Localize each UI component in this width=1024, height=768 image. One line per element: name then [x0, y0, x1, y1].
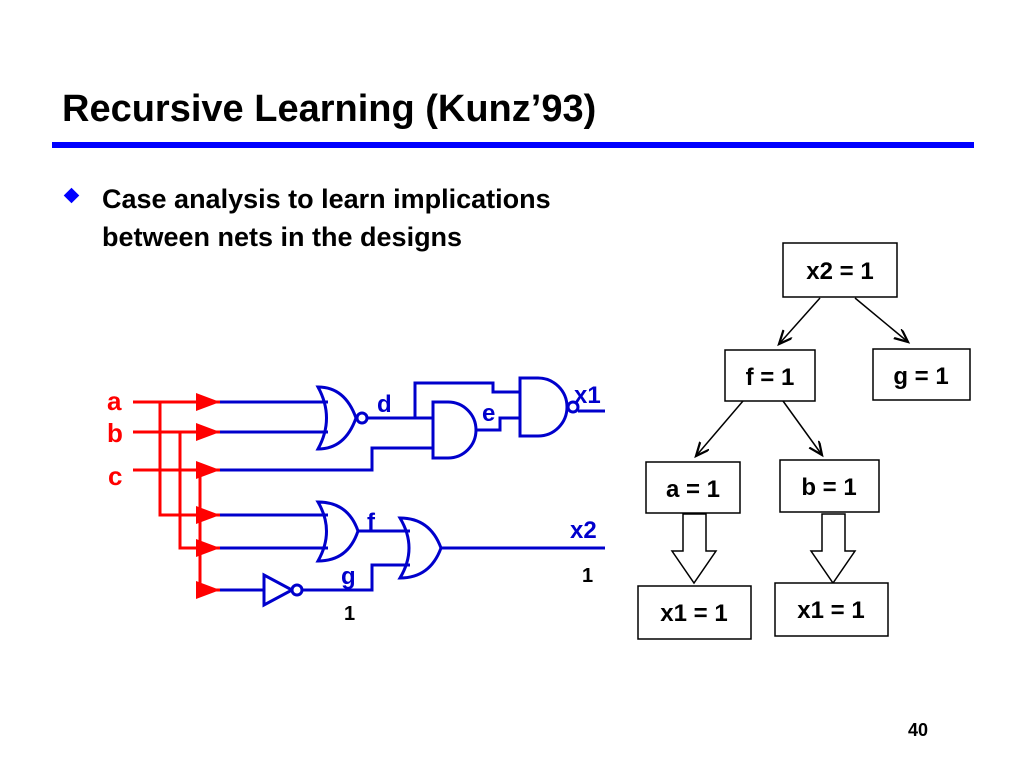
node-f-label: f = 1: [746, 364, 795, 391]
input-label-a: a: [107, 386, 122, 416]
input-label-b: b: [107, 418, 123, 448]
logic-circuit: [220, 376, 605, 608]
net-label-f: f: [367, 509, 376, 536]
implication-arrow-a-icon: [670, 513, 718, 585]
net-label-x2: x2: [570, 517, 597, 544]
edge-f-b: [782, 400, 822, 455]
net-label-x1: x1: [574, 382, 601, 409]
bullet-line-2: between nets in the designs: [102, 222, 463, 252]
node-root-label: x2 = 1: [806, 258, 873, 285]
title-underline: [52, 142, 974, 148]
nor-gate-d-bubble: [355, 411, 369, 425]
x2-value-label: 1: [582, 565, 593, 587]
node-b-result-label: x1 = 1: [797, 597, 864, 624]
node-f-box: [724, 349, 816, 402]
implication-arrow-b-icon: [809, 513, 857, 585]
node-g-label: g = 1: [893, 363, 948, 390]
nand-gate-x1-bubble: [566, 400, 580, 414]
and-gate-e: [431, 400, 478, 460]
node-b-box: [779, 459, 880, 513]
edge-root-g: [854, 297, 908, 342]
node-b-result-box: [774, 582, 889, 637]
or-gate-x2: [397, 516, 443, 580]
node-root-box: [782, 242, 898, 298]
input-wires: [133, 393, 220, 599]
slide-title: Recursive Learning (Kunz’93): [62, 88, 597, 130]
edge-root-f: [779, 297, 821, 344]
net-label-g: g: [341, 563, 356, 590]
page-number: 40: [908, 720, 929, 740]
node-a-result-box: [637, 585, 752, 640]
node-a-label: a = 1: [666, 476, 720, 503]
bullet-line-1: Case analysis to learn implications: [102, 184, 551, 214]
g-value-label: 1: [344, 603, 355, 625]
implication-tree: x2 = 1 f = 1 g = 1 a = 1 b = 1 x1 = 1 x1…: [637, 242, 971, 640]
node-a-box: [645, 461, 741, 514]
or-gate-f: [315, 500, 360, 563]
inverter-g: [262, 572, 296, 608]
net-label-e: e: [482, 400, 495, 427]
input-label-c: c: [108, 461, 122, 491]
node-g-box: [872, 348, 971, 401]
node-a-result-label: x1 = 1: [660, 600, 727, 627]
bullet-text: Case analysis to learn implications betw…: [102, 180, 662, 256]
net-label-d: d: [377, 391, 392, 418]
nor-gate-d: [315, 385, 358, 451]
inverter-g-bubble: [290, 583, 304, 597]
edge-f-a: [696, 400, 744, 456]
node-b-label: b = 1: [801, 474, 856, 501]
nand-gate-x1: [518, 376, 569, 438]
